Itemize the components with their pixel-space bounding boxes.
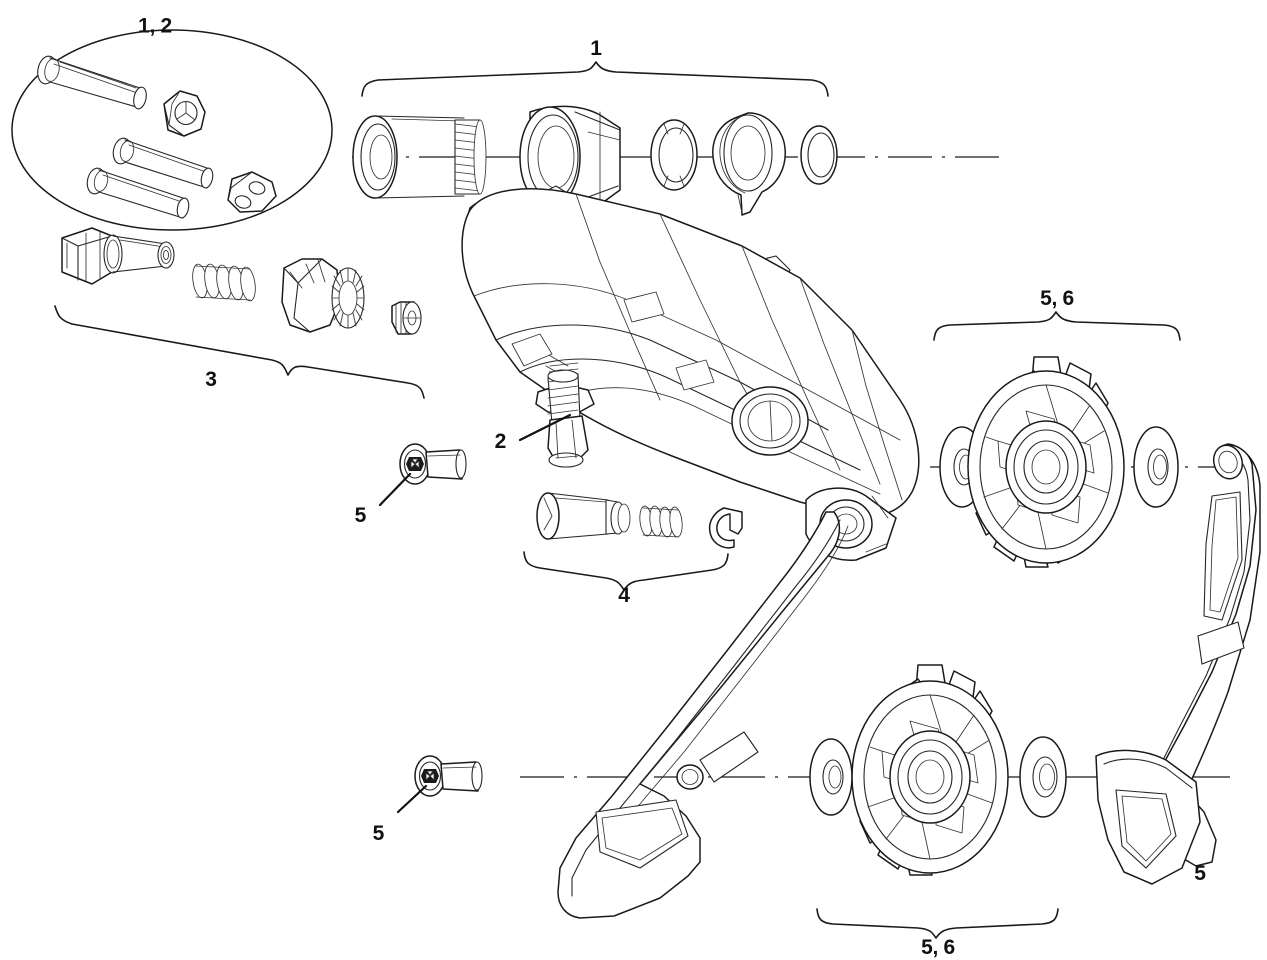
group-3-barrel-adjuster-kit: 3	[54, 227, 425, 399]
lower-tension-pulley	[851, 664, 1009, 876]
outer-cage-plate	[1095, 443, 1261, 885]
pulley-bolt-upper-left: 5	[355, 443, 467, 527]
part-oval-washer	[650, 119, 698, 191]
callout-5-right-label: 5	[1194, 862, 1206, 885]
part-e-clip	[708, 507, 743, 549]
part-teardrop-b-plate	[712, 112, 786, 216]
part-coil-spring-3	[192, 263, 256, 302]
callout-5-6-top-label: 5, 6	[1040, 287, 1074, 310]
group-2-b-adjust-screw: 2	[495, 362, 595, 468]
brace-1	[361, 61, 829, 97]
leader-5-bottom	[396, 784, 428, 814]
part-knuckle-bushing	[519, 105, 621, 212]
brace-4	[523, 551, 729, 591]
upper-pulley-assembly: 5, 6	[933, 287, 1181, 568]
lower-pulley-assembly: 5, 6	[809, 664, 1067, 959]
callout-5-right: 5	[1194, 862, 1206, 885]
callout-4-label: 4	[618, 584, 630, 607]
part-short-pin-bolt	[86, 167, 190, 219]
part-pivot-pin	[536, 492, 631, 540]
pulley-bolt-lower-left: 5	[373, 755, 483, 845]
callout-1-label: 1	[590, 37, 602, 60]
callout-2-label: 2	[495, 430, 506, 453]
part-coil-spring-4	[639, 505, 683, 538]
part-long-pin-bolt	[37, 55, 147, 110]
part-hanger-bracket-plate	[163, 90, 206, 137]
part-spacer-ring	[800, 125, 838, 185]
callout-1-2: 1, 2	[138, 14, 172, 37]
callout-5-top-label: 5	[355, 504, 367, 527]
group-1-knuckle-assembly: 1	[352, 37, 838, 216]
leader-2	[518, 413, 572, 442]
body-center-pivot-boss	[731, 386, 809, 456]
brace-3	[54, 305, 425, 399]
part-threaded-barrel-bolt	[352, 115, 487, 199]
upper-guide-pulley	[967, 356, 1125, 568]
inset-ellipse-group-1-2	[11, 29, 333, 231]
part-medium-pin-bolt	[112, 137, 214, 189]
brace-5-6-top	[933, 311, 1181, 341]
callout-5-6-bottom-label: 5, 6	[921, 936, 955, 959]
part-end-cap	[391, 301, 422, 335]
callout-5-bottom-label: 5	[373, 822, 385, 845]
callout-3-label: 3	[205, 368, 216, 391]
knurl-ridges	[331, 267, 365, 329]
group-4-pivot-pin-kit: 4	[523, 492, 743, 607]
part-hex-barrel	[61, 227, 175, 285]
part-barrel-adjuster-knob	[281, 258, 365, 333]
leader-5-top	[378, 472, 412, 507]
upper-outer-washer	[1133, 426, 1179, 508]
lower-outer-washer	[1019, 736, 1067, 818]
lower-inner-washer	[809, 738, 853, 816]
brace-5-6-bottom	[816, 908, 1059, 939]
callout-1-2-label: 1, 2	[138, 14, 172, 37]
part-two-hole-spacer-block	[227, 171, 277, 213]
inner-cage-plate	[557, 511, 849, 919]
